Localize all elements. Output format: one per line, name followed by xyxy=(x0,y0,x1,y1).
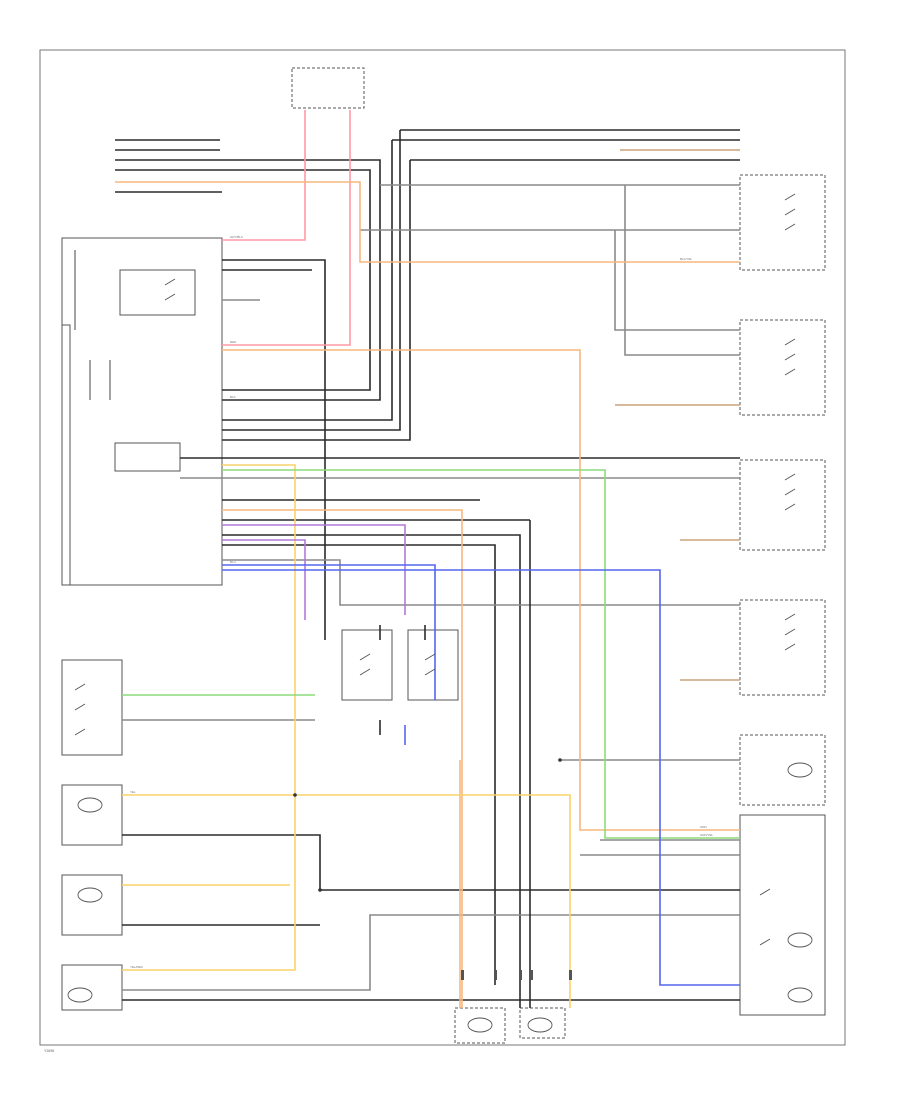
wire-tag-blk-yel: BLK/YEL xyxy=(680,257,693,261)
black-wires xyxy=(74,129,740,1008)
wire-tag-yel-red: YEL/RED xyxy=(130,965,144,969)
wire-tag-red: RED xyxy=(230,340,237,344)
wire-tag-grn-yel: GRN/YEL xyxy=(700,833,714,837)
lamp-symbols xyxy=(67,762,813,1033)
wire-tag-blu: BLU xyxy=(230,560,236,564)
wire-tag-blk: BLK xyxy=(230,395,236,399)
connector-pins xyxy=(293,758,572,980)
wire-tags: GRY/BLK BLK BLU BLK/YEL YEL YEL/RED GRN/… xyxy=(130,235,714,969)
orange-wires xyxy=(115,149,740,1008)
wire-tag-orn: ORN xyxy=(700,825,707,829)
blue-wires xyxy=(222,564,740,986)
footer-code: Y2698 xyxy=(44,1049,54,1053)
yellow-wires xyxy=(122,464,571,1008)
wire-tag-yel: YEL xyxy=(130,790,136,794)
green-wires xyxy=(122,469,740,839)
wire-tag-gry-blk: GRY/BLK xyxy=(230,235,243,239)
component-boxes xyxy=(61,67,826,1044)
pink-wires xyxy=(222,110,351,346)
diagram-border xyxy=(39,49,846,1046)
switch-contacts xyxy=(74,193,796,946)
violet-wires xyxy=(222,524,406,620)
